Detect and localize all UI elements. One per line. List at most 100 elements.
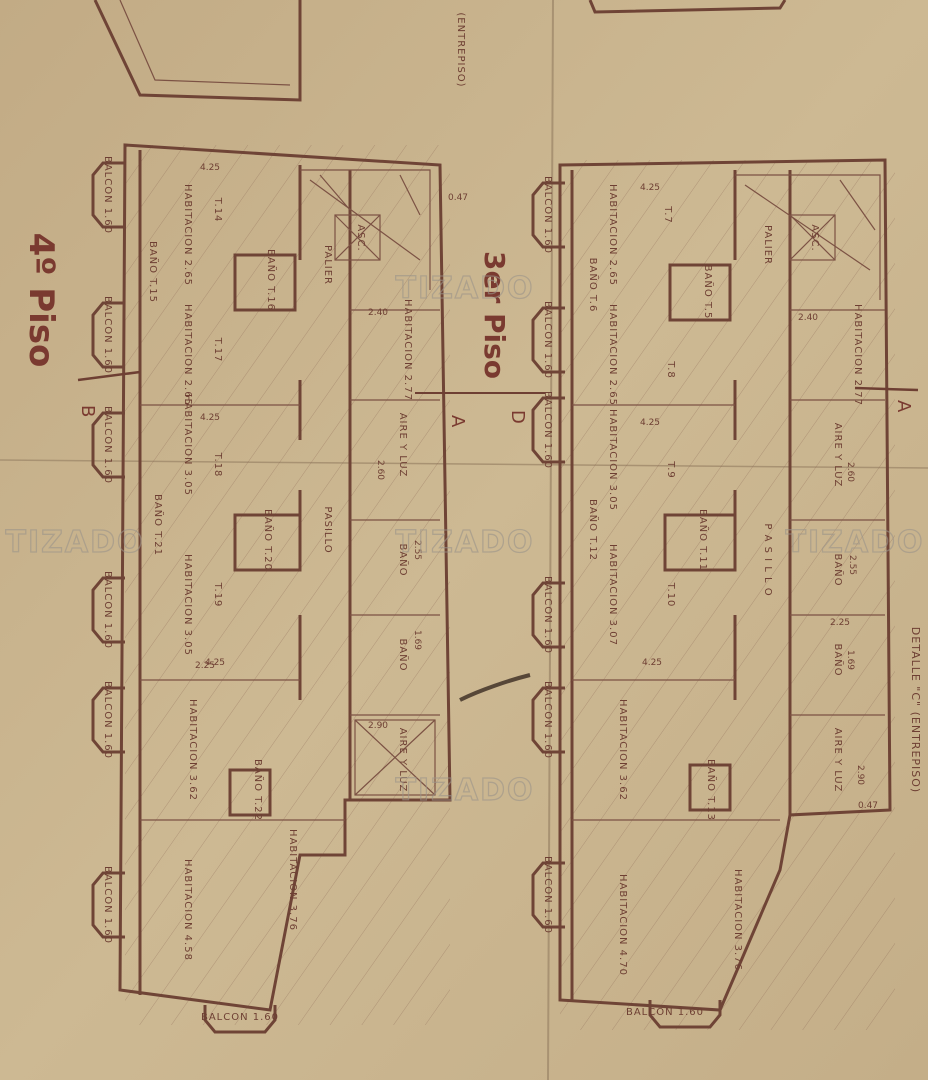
- dimension-label: 1.69: [412, 630, 422, 650]
- room-label-habitacion-3-05: HABITACION 3.05: [607, 409, 618, 511]
- section-mark-d: D: [507, 410, 528, 424]
- room-label-balcon-1-60: BALCON 1.60: [542, 176, 553, 254]
- dimension-label: 2.55: [847, 555, 857, 575]
- dimension-label: 2.60: [845, 462, 855, 482]
- room-label-habitacion-2-77: HABITACION 2.77: [852, 304, 863, 406]
- balcony-outline: [91, 411, 125, 479]
- room-label-habitacion-4-58: HABITACION 4.58: [182, 859, 193, 961]
- watermark: TIZADO: [395, 271, 534, 306]
- room-label-habitacion-2-65: HABITACION 2.65: [607, 304, 618, 406]
- dimension-label: 2.40: [798, 313, 818, 323]
- balcony-outline: [203, 1005, 277, 1034]
- room-label-balcon-1-60: BALCON 1.60: [102, 571, 113, 649]
- room-label-ba-o-t-11: BAÑO T.11: [697, 509, 710, 571]
- room-label-habitacion-3-05: HABITACION 3.05: [182, 394, 193, 496]
- dimension-label: 4.25: [642, 658, 662, 668]
- dimension-label: 2.40: [368, 308, 388, 318]
- dimension-label: 2.90: [855, 765, 865, 785]
- room-label-habitacion-2-65: HABITACION 2.65: [607, 184, 618, 286]
- dimension-label: 2.90: [368, 721, 388, 731]
- top-entrepiso-note: (ENTREPISO): [455, 12, 466, 87]
- balcony-outline: [648, 1000, 722, 1029]
- balcony-outline: [531, 396, 565, 464]
- dimension-label: 2.55: [412, 540, 422, 560]
- room-label-balcon-1-60: BALCON 1.60: [542, 856, 553, 934]
- balconies: [91, 161, 722, 1034]
- section-mark-a-right: A: [893, 400, 914, 413]
- balcony-outline: [91, 161, 125, 229]
- balcony-outline: [531, 861, 565, 929]
- dimension-label: 4.25: [640, 183, 660, 193]
- dimension-label: 0.47: [448, 193, 468, 203]
- room-label-balcon-1-60: BALCON 1.60: [102, 681, 113, 759]
- balcony-outline: [531, 181, 565, 249]
- room-label-t-14: T.14: [212, 197, 223, 223]
- room-label-t-17: T.17: [212, 337, 223, 363]
- room-label-ba-o: BAÑO: [832, 643, 845, 676]
- room-label-pasillo: PASILLO: [322, 506, 333, 553]
- room-label-habitacion-2-65: HABITACION 2.65: [182, 184, 193, 286]
- room-label-ba-o-t-15: BAÑO T.15: [147, 241, 160, 303]
- balcony-outline: [531, 581, 565, 649]
- room-label-ba-o-t-21: BAÑO T.21: [152, 494, 165, 556]
- room-label-habitacion-3-76: HABITACION 3.76: [732, 869, 743, 971]
- balcony-outline: [91, 576, 125, 644]
- section-line-left: [77, 370, 141, 382]
- room-label-aire-y-luz: AIRE Y LUZ: [397, 728, 408, 793]
- top-plan-fragment: [93, 0, 787, 102]
- room-label-balcon-1-60: BALCON 1.60: [102, 296, 113, 374]
- room-label-habitacion-2-77: HABITACION 2.77: [402, 299, 413, 401]
- dimension-label: 4.25: [200, 163, 220, 173]
- room-label-ba-o-t-22: BAÑO T.22: [252, 759, 265, 821]
- watermark: TIZADO: [5, 525, 144, 560]
- watermark: TIZADO: [395, 773, 534, 808]
- room-label-palier: PALIER: [762, 225, 773, 265]
- room-label-balcon-1-60: BALCON 1.60: [542, 301, 553, 379]
- room-label-habitacion-3-05: HABITACION 3.05: [182, 554, 193, 656]
- room-label-palier: PALIER: [322, 245, 333, 285]
- room-label-balcon-1-60: BALCON 1.60: [102, 866, 113, 944]
- balcony-outline: [91, 301, 125, 369]
- fourth-floor-title: 4º Piso: [21, 233, 61, 368]
- section-line-right: [854, 386, 919, 392]
- room-label-ba-o-t-16: BAÑO T.16: [265, 249, 278, 311]
- room-label-asc: ASC.: [355, 224, 366, 251]
- room-label-balcon-1-60: BALCON 1.60: [542, 391, 553, 469]
- dimension-label: 0.47: [858, 801, 878, 811]
- room-label-habitacion-3-62: HABITACION 3.62: [187, 699, 198, 801]
- balcony-outline: [531, 686, 565, 754]
- dimension-label: 2.60: [375, 460, 385, 480]
- room-label-aire-y-luz: AIRE Y LUZ: [832, 728, 843, 793]
- dimension-label: 1.69: [845, 650, 855, 670]
- balcony-outline: [91, 686, 125, 754]
- third-floor-title: 3er Piso: [478, 251, 511, 379]
- room-label-habitacion-2-65: HABITACION 2.65: [182, 304, 193, 406]
- room-label-t-19: T.19: [212, 582, 223, 608]
- room-label-t-8: T.8: [665, 360, 676, 378]
- paper-fold-vertical: [547, 0, 554, 1080]
- balcony-outline: [531, 306, 565, 374]
- ink-stroke: [459, 673, 531, 702]
- room-label-ba-o: BAÑO: [397, 543, 410, 576]
- section-mark-b: B: [77, 405, 98, 417]
- room-label-asc: ASC.: [809, 224, 820, 251]
- dimension-label: 4.25: [205, 658, 225, 668]
- watermark: TIZADO: [395, 525, 534, 560]
- third-floor-plan: [558, 158, 895, 1030]
- room-label-balcon-1-60: BALCON 1.60: [102, 406, 113, 484]
- room-label-p-a-s-i-l-l-o: P A S I L L O: [762, 523, 773, 596]
- section-mark-a-left: A: [447, 415, 468, 428]
- room-label-balcon-1-60: BALCON 1.60: [102, 156, 113, 234]
- room-label-ba-o-t-13: BAÑO T.13: [705, 759, 718, 821]
- room-label-habitacion-3-62: HABITACION 3.62: [617, 699, 628, 801]
- room-label-habitacion-3-76: HABITACION 3.76: [287, 829, 298, 931]
- room-label-t-10: T.10: [665, 582, 676, 608]
- room-label-balcon-1-60: BALCON 1.60: [201, 1012, 279, 1023]
- room-label-ba-o-t-5: BAÑO T.5: [702, 265, 715, 320]
- room-label-t-9: T.9: [665, 460, 676, 478]
- room-label-balcon-1-60: BALCON 1.60: [626, 1007, 704, 1018]
